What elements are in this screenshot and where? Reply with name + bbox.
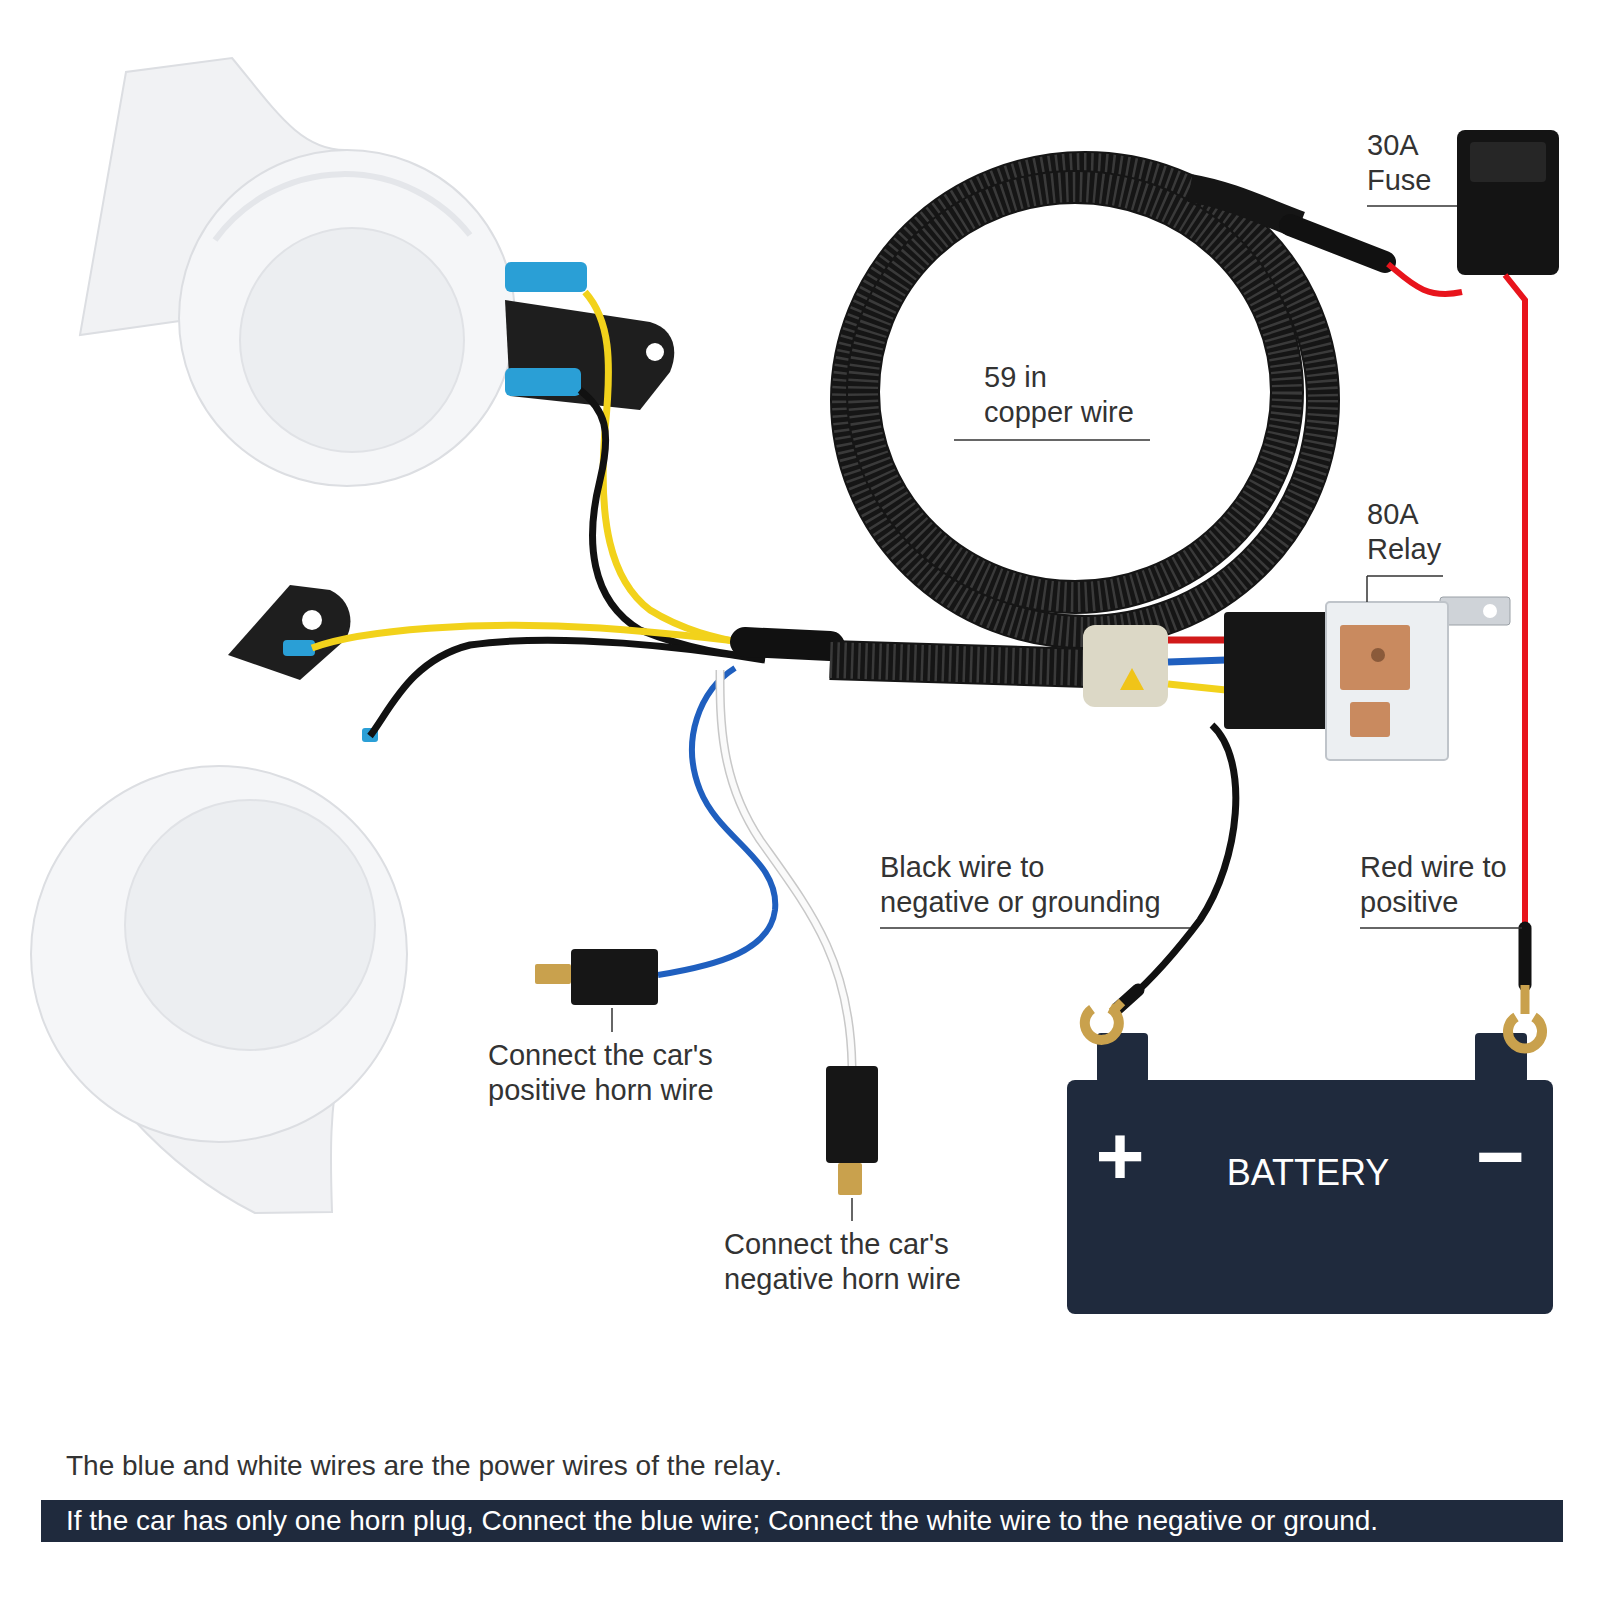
horn-face [125,800,375,1050]
horn-body [179,150,515,486]
white-wire [720,670,852,1066]
leader-line [1367,576,1443,602]
spade-connector [283,640,315,656]
mounting-bracket [228,585,350,680]
horn-wire-label: Connect the car's positive horn wire [488,1038,723,1109]
wire-loom [830,660,1088,668]
relay-tab [1440,597,1510,625]
wire-loom [863,187,1287,597]
horn-rim [215,174,470,240]
bracket-hole [302,610,322,630]
fuse-label: 30A Fuse [1367,128,1454,199]
warning-sleeve [1083,625,1168,707]
ring-stem [1521,985,1530,1014]
spade-connector [505,368,581,396]
relay-cover [1326,602,1448,760]
horn-face [240,228,464,452]
battery-body: + BATTERY − [1067,1080,1553,1314]
red-wire [1505,275,1525,930]
wire-loom [847,168,1323,632]
spade-connector [505,262,587,292]
leader-line [1360,927,1522,929]
contact-screw [1371,648,1385,662]
tab-hole [1483,604,1497,618]
mounting-bracket [505,300,674,410]
terminal-sign: − [1475,1108,1524,1205]
fuse-holder [1457,130,1559,275]
ground-wire [1128,725,1236,1000]
instruction-text: If the car has only one horn plug, Conne… [66,1504,1378,1538]
plug-connector [826,1066,878,1163]
wire-length-label: 59 in copper wire [984,360,1138,431]
leader-line [880,927,1190,929]
leader-line [954,439,1150,441]
battery-label: BATTERY [1227,1152,1390,1194]
relay-contact [1340,625,1410,690]
blue-wire [1168,660,1226,662]
yellow-wire [312,625,765,648]
horn-body [31,766,407,1142]
loom-ribs [863,187,1287,597]
plug-pin [535,964,571,984]
loom-ribs [830,660,1088,668]
black-wire [580,390,765,658]
battery-post [1475,1033,1527,1083]
plug-pin [838,1163,862,1195]
note-text: The blue and white wires are the power w… [66,1449,782,1483]
ground-wire-label: Black wire to negative or grounding [880,850,1161,921]
terminal-sign: + [1095,1108,1144,1205]
bracket-hole [646,343,664,361]
plug-connector [571,949,658,1005]
white-wire-outline [720,670,852,1066]
black-wire [370,640,765,736]
relay-label: 80A Relay [1367,497,1454,568]
note-bar [41,1500,1563,1542]
ring-terminal [1508,1017,1542,1048]
positive-wire-label: Red wire to positive [1360,850,1534,921]
heat-shrink [1290,225,1385,262]
yellow-wire [585,292,765,648]
loom-ribs [847,168,1323,632]
leader-line [1367,205,1457,207]
heat-shrink [745,642,830,646]
leader-line [851,1198,853,1221]
leader-line [611,1008,613,1032]
red-wire [1168,637,1226,644]
red-wire [1388,264,1462,294]
yellow-wire [1168,684,1226,690]
horn-wire-label: Connect the car's negative horn wire [724,1227,968,1298]
relay-contact [1350,702,1390,737]
crimp-sleeve [1519,928,1532,985]
fuse-cap [1470,142,1546,182]
ring-terminal [1085,1008,1119,1040]
warning-sign [1120,668,1144,690]
